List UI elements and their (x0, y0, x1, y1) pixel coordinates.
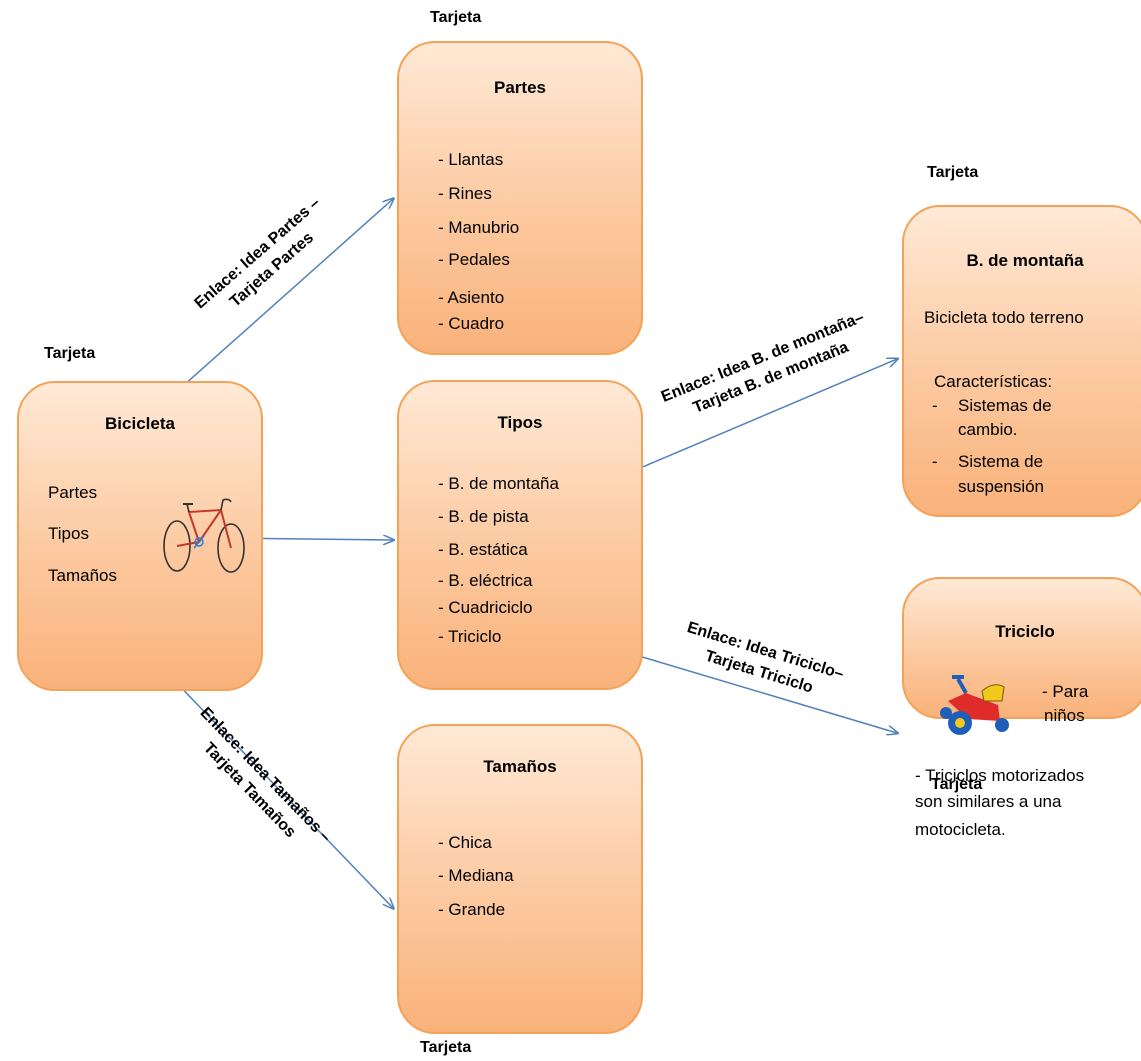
features-heading: Características: (934, 372, 1053, 391)
card-bicicleta[interactable]: Bicicleta Partes Tipos Tamaños (17, 381, 263, 691)
list-item: - Rines (438, 184, 492, 203)
feature-line: cambio. (958, 420, 1018, 439)
card-title: Partes (494, 78, 546, 97)
list-item: Partes (48, 483, 98, 502)
card-title: Tipos (497, 413, 543, 432)
list-item: Tamaños (48, 566, 117, 585)
list-item: - B. de montaña (438, 474, 559, 493)
list-item: - Grande (438, 900, 506, 919)
list-item: - Cuadriciclo (438, 598, 533, 617)
tag-label-triciclo: Tarjeta (931, 776, 983, 793)
list-item: Tipos (48, 524, 89, 543)
card-note: - Para (1042, 682, 1089, 701)
list-item: - Cuadro (438, 314, 505, 333)
list-item: - B. eléctrica (438, 571, 533, 590)
bicycle-icon (163, 498, 245, 573)
card-note: niños (1044, 706, 1085, 725)
card-partes[interactable]: Partes - Llantas - Rines - Manubrio - Pe… (397, 41, 643, 355)
tag-label-montana: Tarjeta (927, 164, 979, 181)
list-item: - Pedales (438, 250, 510, 269)
card-triciclo[interactable]: Triciclo - Para niños - Triciclos motori… (902, 577, 1141, 839)
feature-line: Sistema de (958, 452, 1044, 471)
card-description: son similares a una (915, 792, 1062, 811)
list-item: - Llantas (438, 150, 504, 169)
tag-label-partes: Tarjeta (430, 9, 482, 26)
feature-line: suspensión (958, 477, 1045, 496)
card-description: - Triciclos motorizados (915, 766, 1085, 785)
card-title: Triciclo (995, 622, 1055, 641)
card-description: Bicicleta todo terreno (924, 308, 1084, 327)
list-item: - Manubrio (438, 218, 520, 237)
card-title: B. de montaña (966, 251, 1084, 270)
card-montana[interactable]: B. de montaña Bicicleta todo terreno Car… (902, 205, 1141, 517)
card-tipos[interactable]: Tipos - B. de montaña - B. de pista - B.… (397, 380, 643, 690)
tag-label-tamanos: Tarjeta (420, 1039, 472, 1056)
card-description: motocicleta. (915, 820, 1006, 839)
card-title: Bicicleta (105, 414, 175, 433)
arrow-tipos-montana (611, 359, 897, 481)
list-item: - Asiento (438, 288, 505, 307)
tag-label-bicicleta: Tarjeta (44, 345, 96, 362)
list-item: - B. de pista (438, 507, 529, 526)
bullet: - (932, 396, 938, 415)
list-item: - Mediana (438, 866, 514, 885)
card-title: Tamaños (483, 757, 557, 776)
list-item: - Triciclo (438, 627, 502, 646)
tricycle-icon (940, 675, 1009, 735)
list-item: - Chica (438, 833, 492, 852)
list-item: - B. estática (438, 540, 528, 559)
card-tamanos[interactable]: Tamaños - Chica - Mediana - Grande (397, 724, 643, 1034)
bullet: - (932, 452, 938, 471)
feature-line: Sistemas de (958, 396, 1052, 415)
